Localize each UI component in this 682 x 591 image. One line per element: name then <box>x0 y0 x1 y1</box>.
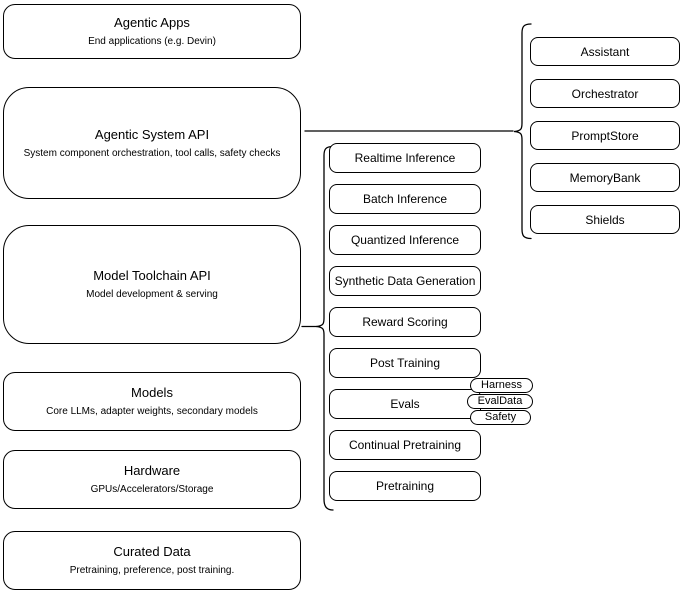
node-post-training: Post Training <box>329 348 481 378</box>
node-subtitle: Core LLMs, adapter weights, secondary mo… <box>46 406 258 417</box>
tag-safety: Safety <box>470 410 531 425</box>
node-pretraining: Pretraining <box>329 471 481 501</box>
node-title: Agentic System API <box>94 126 210 142</box>
node-agentic-apps: Agentic Apps End applications (e.g. Devi… <box>3 4 301 59</box>
node-batch-inference: Batch Inference <box>329 184 481 214</box>
bracket-system-components <box>513 23 532 240</box>
node-models: Models Core LLMs, adapter weights, secon… <box>3 372 301 431</box>
node-title: Models <box>131 385 173 400</box>
node-title: Model Toolchain API <box>93 268 211 283</box>
node-curated-data: Curated Data Pretraining, preference, po… <box>3 531 301 590</box>
toolchain-group: Realtime Inference Batch Inference Quant… <box>329 143 481 501</box>
node-subtitle: System component orchestration, tool cal… <box>23 147 281 159</box>
node-assistant: Assistant <box>530 37 680 66</box>
bracket-toolchain <box>315 145 334 511</box>
node-evals: Evals <box>329 389 481 419</box>
node-promptstore: PromptStore <box>530 121 680 150</box>
tag-harness: Harness <box>470 378 533 393</box>
node-title: Curated Data <box>113 544 191 559</box>
node-subtitle: Model development & serving <box>86 289 218 300</box>
node-subtitle: GPUs/Accelerators/Storage <box>90 484 214 495</box>
node-model-toolchain-api: Model Toolchain API Model development & … <box>3 225 301 344</box>
node-title: Hardware <box>123 463 181 478</box>
node-shields: Shields <box>530 205 680 234</box>
node-subtitle: Pretraining, preference, post training. <box>69 565 235 576</box>
node-memorybank: MemoryBank <box>530 163 680 192</box>
node-hardware: Hardware GPUs/Accelerators/Storage <box>3 450 301 509</box>
node-agentic-system-api: Agentic System API System component orch… <box>3 87 301 199</box>
node-orchestrator: Orchestrator <box>530 79 680 108</box>
node-synthetic-data-generation: Synthetic Data Generation <box>329 266 481 296</box>
node-continual-pretraining: Continual Pretraining <box>329 430 481 460</box>
node-realtime-inference: Realtime Inference <box>329 143 481 173</box>
node-quantized-inference: Quantized Inference <box>329 225 481 255</box>
node-reward-scoring: Reward Scoring <box>329 307 481 337</box>
system-components-group: Assistant Orchestrator PromptStore Memor… <box>530 37 680 234</box>
tag-evaldata: EvalData <box>467 394 533 409</box>
node-title: Agentic Apps <box>114 15 190 30</box>
node-subtitle: End applications (e.g. Devin) <box>88 36 216 47</box>
